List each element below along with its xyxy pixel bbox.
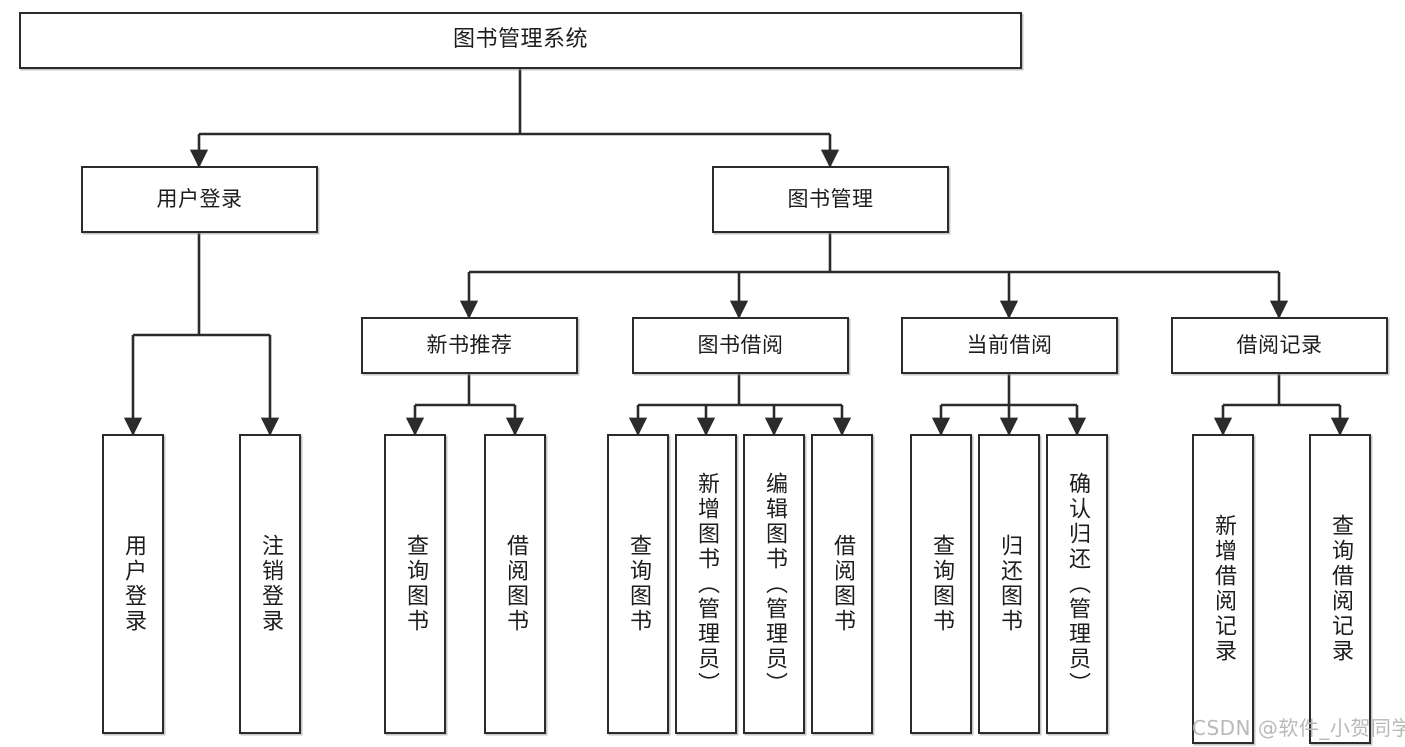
node-user-login-leaf-label: 用户登录 xyxy=(121,534,146,634)
csdn-watermark: CSDN @软件_小贺同学 xyxy=(1192,716,1405,740)
node-borrow-book-2-label: 借阅图书 xyxy=(830,534,855,634)
node-query-book-2[interactable]: 查询图书 xyxy=(607,434,669,734)
node-add-book[interactable]: 新增图书（管理员） xyxy=(675,434,737,734)
node-root-label: 图书管理系统 xyxy=(452,27,588,53)
node-user-login-label: 用户登录 xyxy=(156,186,243,211)
node-add-borrow-record[interactable]: 新增借阅记录 xyxy=(1192,434,1254,744)
node-add-borrow-record-label: 新增借阅记录 xyxy=(1211,514,1236,664)
node-book-manage[interactable]: 图书管理 xyxy=(712,166,949,233)
node-new-book-recommend[interactable]: 新书推荐 xyxy=(361,317,578,374)
node-borrow-record-label: 借阅记录 xyxy=(1236,332,1323,357)
node-query-book-1[interactable]: 查询图书 xyxy=(384,434,446,734)
node-borrow-book-1[interactable]: 借阅图书 xyxy=(484,434,546,734)
node-current-borrow-label: 当前借阅 xyxy=(966,332,1053,357)
node-borrow-record[interactable]: 借阅记录 xyxy=(1171,317,1388,374)
node-query-book-3-label: 查询图书 xyxy=(929,534,954,634)
node-add-book-label: 新增图书（管理员） xyxy=(694,471,719,697)
node-return-book-label: 归还图书 xyxy=(997,534,1022,634)
node-user-login-leaf[interactable]: 用户登录 xyxy=(102,434,164,734)
node-current-borrow[interactable]: 当前借阅 xyxy=(901,317,1118,374)
node-book-borrow[interactable]: 图书借阅 xyxy=(632,317,849,374)
node-query-book-2-label: 查询图书 xyxy=(626,534,651,634)
node-query-borrow-record-label: 查询借阅记录 xyxy=(1328,514,1353,664)
node-logout-leaf[interactable]: 注销登录 xyxy=(239,434,301,734)
node-new-book-recommend-label: 新书推荐 xyxy=(426,332,513,357)
node-query-book-3[interactable]: 查询图书 xyxy=(910,434,972,734)
node-query-book-1-label: 查询图书 xyxy=(403,534,428,634)
node-edit-book-label: 编辑图书（管理员） xyxy=(762,471,787,697)
node-borrow-book-1-label: 借阅图书 xyxy=(503,534,528,634)
node-query-borrow-record[interactable]: 查询借阅记录 xyxy=(1309,434,1371,744)
node-root[interactable]: 图书管理系统 xyxy=(19,12,1022,69)
node-book-borrow-label: 图书借阅 xyxy=(697,332,784,357)
node-return-book[interactable]: 归还图书 xyxy=(978,434,1040,734)
node-borrow-book-2[interactable]: 借阅图书 xyxy=(811,434,873,734)
node-confirm-return-label: 确认归还（管理员） xyxy=(1065,471,1090,697)
node-book-manage-label: 图书管理 xyxy=(787,186,874,211)
node-edit-book[interactable]: 编辑图书（管理员） xyxy=(743,434,805,734)
node-confirm-return[interactable]: 确认归还（管理员） xyxy=(1046,434,1108,734)
node-user-login[interactable]: 用户登录 xyxy=(81,166,318,233)
node-logout-leaf-label: 注销登录 xyxy=(258,534,283,634)
